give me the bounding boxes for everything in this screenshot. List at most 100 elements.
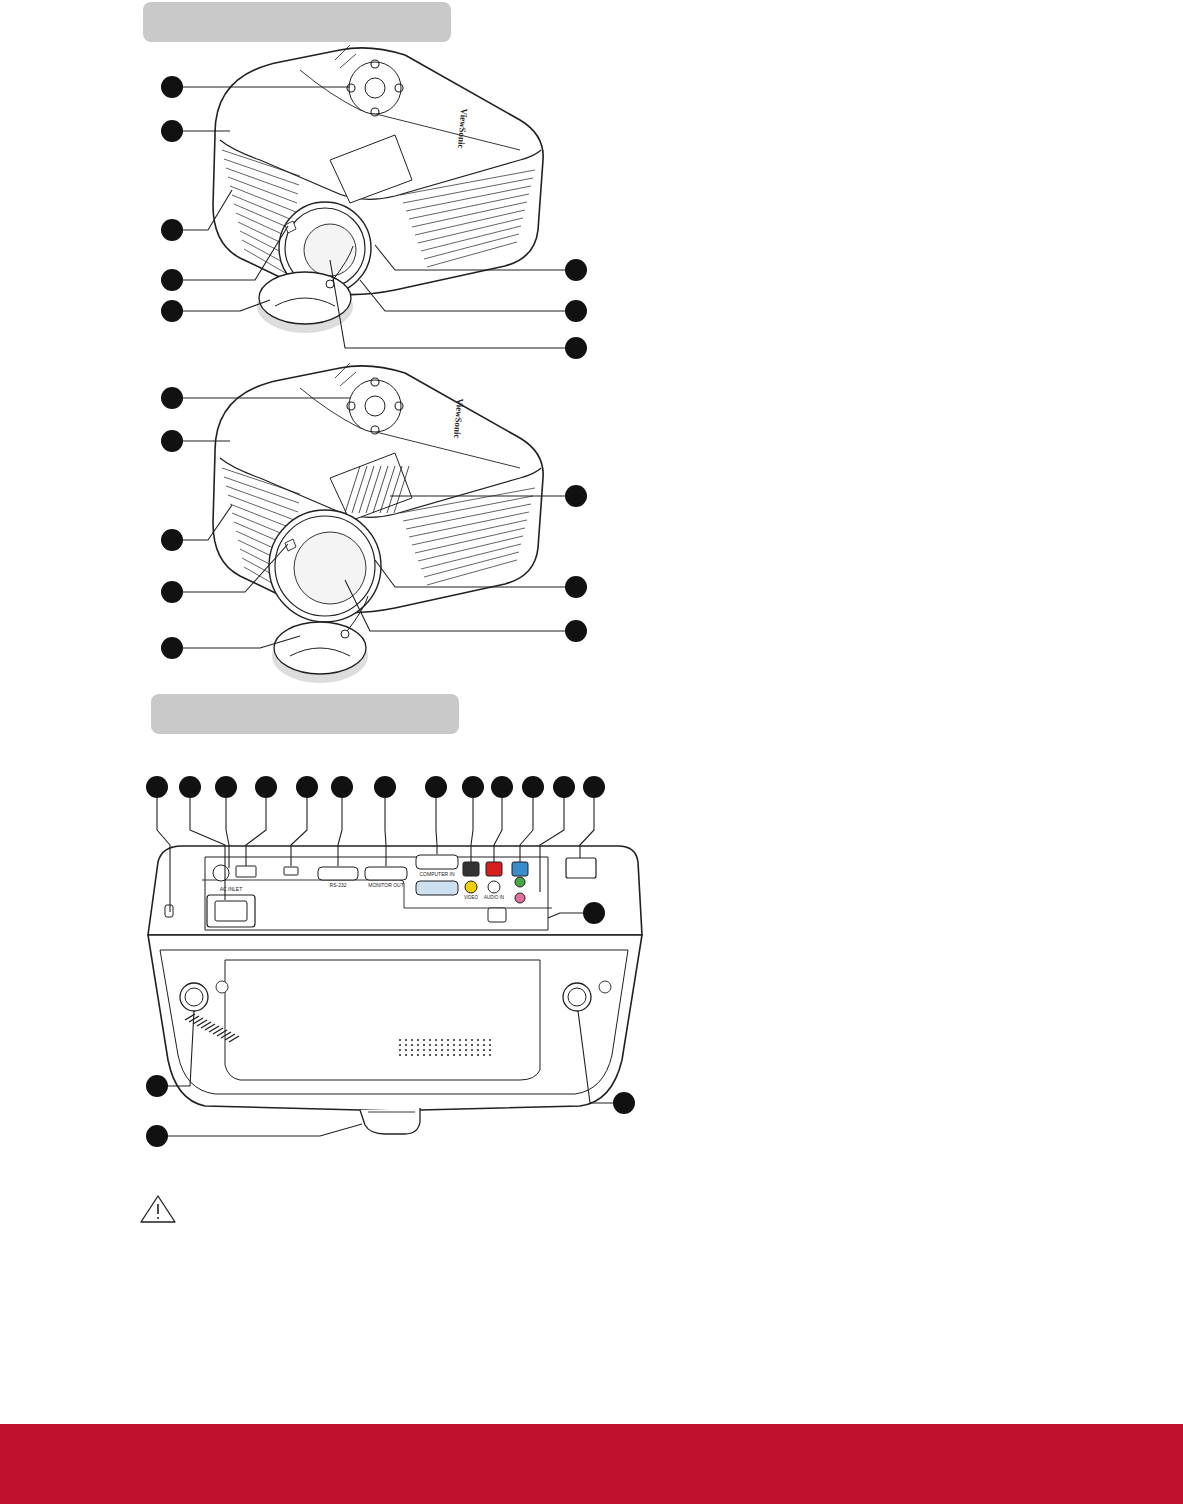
leader-line — [375, 245, 565, 270]
speaker-hole — [435, 1054, 437, 1056]
callout-circle — [161, 637, 183, 659]
cap-string-ring — [341, 630, 349, 638]
callout-circle — [565, 485, 587, 507]
top-window — [330, 453, 412, 521]
pc-audio-port — [512, 862, 528, 876]
callout-circle — [565, 300, 587, 322]
speaker-hole — [441, 1039, 443, 1041]
speaker-hole — [453, 1039, 455, 1041]
callout-circle — [161, 581, 183, 603]
security-bar — [566, 858, 596, 878]
callout-circle — [161, 300, 183, 322]
adjuster-foot — [180, 983, 208, 1011]
speaker-hole — [417, 1054, 419, 1056]
leader-line — [345, 580, 565, 631]
leader-line — [168, 1011, 194, 1086]
audio-port — [515, 877, 525, 887]
speaker-hole — [441, 1054, 443, 1056]
speaker-hole — [423, 1054, 425, 1056]
screw-hole — [599, 981, 611, 993]
callout-circle — [161, 529, 183, 551]
brand-logo: ViewSonic — [456, 108, 468, 149]
callout-circle — [146, 1125, 168, 1147]
speaker-hole — [453, 1049, 455, 1051]
control-button — [371, 378, 379, 386]
speaker-holes — [399, 1039, 491, 1056]
lens-ring — [275, 516, 375, 616]
speaker-hole — [435, 1039, 437, 1041]
callout-circle — [161, 269, 183, 291]
speaker-hole — [477, 1044, 479, 1046]
speaker-hole — [465, 1039, 467, 1041]
speaker-hole — [411, 1039, 413, 1041]
speaker-hole — [489, 1049, 491, 1051]
speaker-hole — [411, 1049, 413, 1051]
speaker-hole — [429, 1054, 431, 1056]
control-pad — [349, 62, 401, 114]
leader-line — [183, 636, 300, 648]
callout-circle — [583, 776, 605, 798]
computer-in-port — [416, 881, 458, 895]
audio-port — [488, 881, 500, 893]
callout-circle — [522, 776, 544, 798]
speaker-hole — [459, 1049, 461, 1051]
leader-line — [183, 190, 232, 230]
lens-cap-grip — [275, 298, 335, 306]
callout-circle — [565, 576, 587, 598]
leader-line — [183, 300, 270, 311]
leader-line — [338, 798, 342, 866]
speaker-hole — [459, 1054, 461, 1056]
speaker-hole — [483, 1054, 485, 1056]
rs232-port — [318, 867, 358, 880]
leader-line — [548, 913, 583, 918]
callout-circle — [161, 430, 183, 452]
speaker-hole — [417, 1049, 419, 1051]
leader-line — [183, 397, 350, 398]
speaker-hole — [399, 1054, 401, 1056]
callout-circle — [583, 902, 605, 924]
leader-line — [183, 544, 288, 592]
callout-circle — [146, 776, 168, 798]
leader-line — [168, 1124, 362, 1136]
focus-grill — [345, 466, 409, 513]
control-pad — [349, 380, 401, 432]
leader-line — [390, 495, 565, 496]
speaker-hole — [477, 1054, 479, 1056]
speaker-hole — [489, 1044, 491, 1046]
ground-screw — [488, 908, 506, 922]
speaker-hole — [477, 1049, 479, 1051]
speaker-hole — [459, 1044, 461, 1046]
port-label: RS-232 — [330, 883, 347, 888]
callout-circle — [425, 776, 447, 798]
rear-panel — [148, 846, 642, 935]
speaker-hole — [411, 1044, 413, 1046]
callout-circle — [296, 776, 318, 798]
leader-line — [578, 1011, 613, 1103]
speaker-hole — [489, 1054, 491, 1056]
speaker-hole — [483, 1044, 485, 1046]
speaker-hole — [453, 1044, 455, 1046]
callout-circle — [491, 776, 513, 798]
power-switch-hole — [213, 865, 229, 881]
callout-circle — [374, 776, 396, 798]
adjuster-foot — [185, 988, 203, 1006]
monitor-out-port — [365, 867, 407, 880]
bottom-panel — [225, 960, 540, 1080]
s-video-port — [463, 862, 479, 876]
leader-line — [183, 226, 288, 280]
speaker-hole — [429, 1044, 431, 1046]
speaker-hole — [459, 1039, 461, 1041]
speaker-hole — [441, 1044, 443, 1046]
control-button — [365, 396, 385, 416]
speaker-hole — [435, 1049, 437, 1051]
speaker-hole — [471, 1044, 473, 1046]
leader-line — [183, 130, 230, 131]
control-button — [347, 402, 355, 410]
callout-circle — [553, 776, 575, 798]
warning-icon — [141, 1196, 175, 1222]
leader-line — [375, 560, 565, 587]
port-label: COMPUTER IN — [420, 872, 455, 877]
speaker-hole — [465, 1054, 467, 1056]
speaker-hole — [441, 1049, 443, 1051]
